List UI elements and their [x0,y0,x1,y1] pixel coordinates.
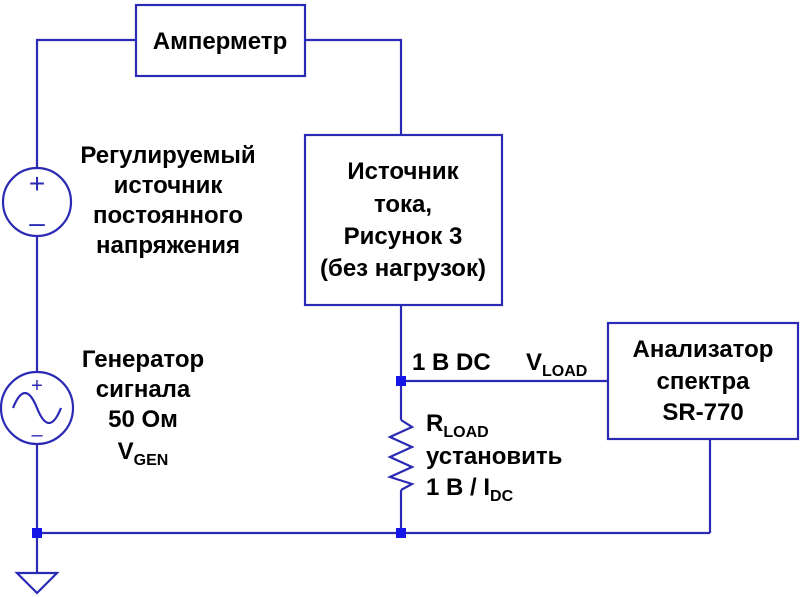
generator-v-gen: VGEN [118,438,169,469]
resistor-line-3-sub: DC [490,488,514,505]
dc-source-minus: – [29,207,45,238]
current-source-label: Источник тока, Рисунок 3 (без нагрузок) [320,158,486,282]
dc-source-line-2: источник [114,172,224,199]
resistor-icon [386,419,415,491]
generator-v-main: V [118,438,134,465]
wire-top-left [35,38,136,168]
analyzer-line-2: спектра [657,368,751,395]
sine-wave-icon [11,391,63,425]
resistor-label: RLOAD установить 1 В / IDC [426,410,562,505]
current-source-line-2: тока, [374,191,432,218]
node-dot-output [396,376,406,386]
dc-source-line-4: напряжения [96,232,240,259]
node-voltage-label: 1 В DC [412,349,491,376]
generator-minus: – [31,424,43,446]
ammeter-box [134,3,307,78]
generator-v-sub: GEN [134,452,169,469]
node-dot-ground-left [32,528,42,538]
resistor-line-2: установить [426,443,562,470]
current-source-line-4: (без нагрузок) [320,255,486,282]
generator-line-1: Генератор [82,346,204,373]
analyzer-label: Анализатор спектра SR-770 [633,336,774,426]
current-source-line-1: Источник [347,158,459,185]
wires [35,38,712,573]
signal-generator-icon: + – [0,370,75,446]
generator-plus: + [31,375,43,397]
wire-top-right [305,38,403,135]
analyzer-line-3: SR-770 [662,399,743,426]
ammeter-label: Амперметр [153,28,287,55]
generator-label: Генератор сигнала 50 Ом VGEN [82,346,204,469]
dc-source-line-1: Регулируемый [80,142,255,169]
dc-source-icon: + – [1,166,73,238]
dc-source-label: Регулируемый источник постоянного напряж… [80,142,255,259]
v-load-main: V [526,349,542,376]
resistor-r-sub: LOAD [443,424,488,441]
current-source-box [303,133,504,307]
analyzer-line-1: Анализатор [633,336,774,363]
spectrum-analyzer-box [606,321,800,441]
resistor-r-main: R [426,410,443,437]
dc-source-plus: + [29,168,45,199]
v-load-label: VLOAD [526,349,587,380]
current-source-line-3: Рисунок 3 [344,223,463,250]
resistor-line-3: 1 В / IDC [426,474,514,505]
dc-source-line-3: постоянного [93,202,243,229]
resistor-line-3-main: 1 В / I [426,474,490,501]
generator-line-3: 50 Ом [108,406,178,433]
node-dot-ground-mid [396,528,406,538]
resistor-r-load: RLOAD [426,410,489,441]
generator-line-2: сигнала [96,376,191,403]
ground-icon [14,571,60,595]
v-load-sub: LOAD [542,363,587,380]
